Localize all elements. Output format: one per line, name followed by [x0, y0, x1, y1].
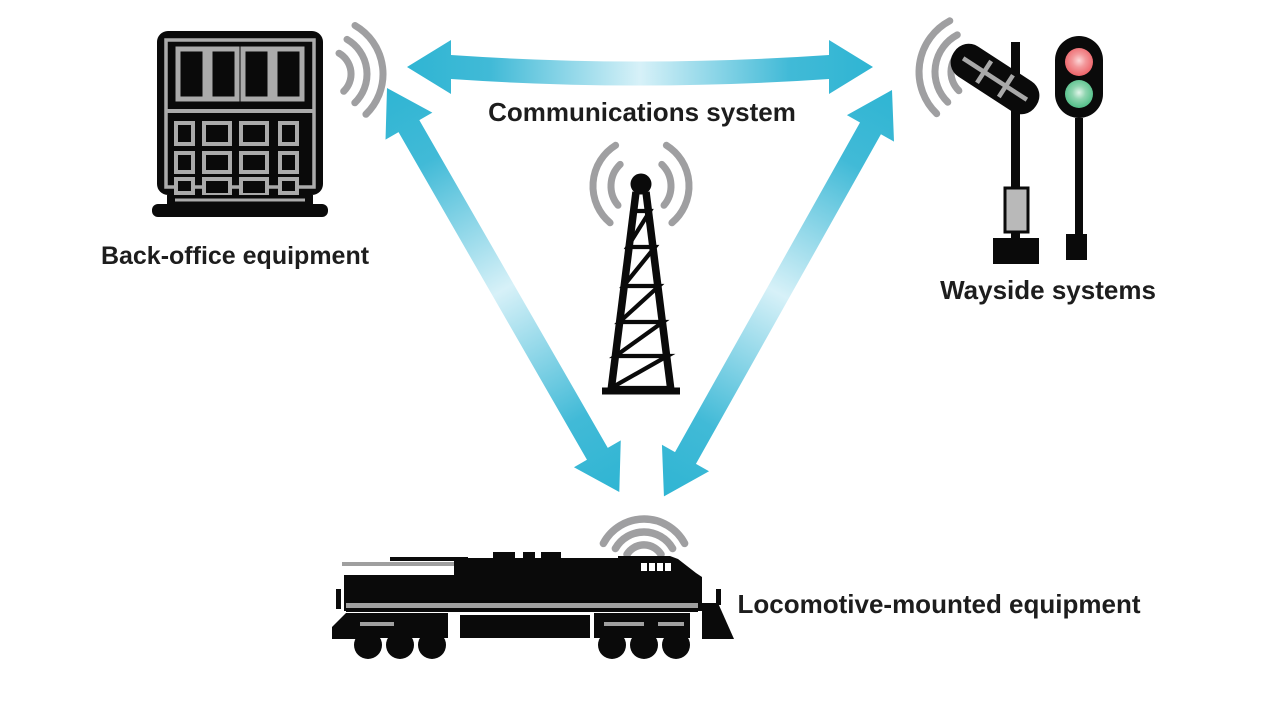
wayside-systems-label: Wayside systems [940, 275, 1156, 305]
locomotive-icon [332, 552, 734, 659]
signal-waves-locomotive-icon [599, 515, 689, 559]
communications-system-label: Communications system [488, 97, 796, 127]
arrow-backoffice-wayside [407, 40, 873, 94]
back-office-label: Back-office equipment [100, 242, 370, 270]
arrow-backoffice-locomotive [363, 74, 643, 506]
signal-waves-tower-icon [589, 141, 693, 227]
signal-waves-back-office-icon [335, 22, 387, 118]
arrow-wayside-locomotive [640, 76, 916, 510]
office-building-icon [152, 31, 328, 217]
locomotive-equipment-label: Locomotive-mounted equipment [737, 589, 1141, 619]
radio-tower-icon [602, 173, 680, 395]
railroad-signals-icon [950, 36, 1103, 264]
